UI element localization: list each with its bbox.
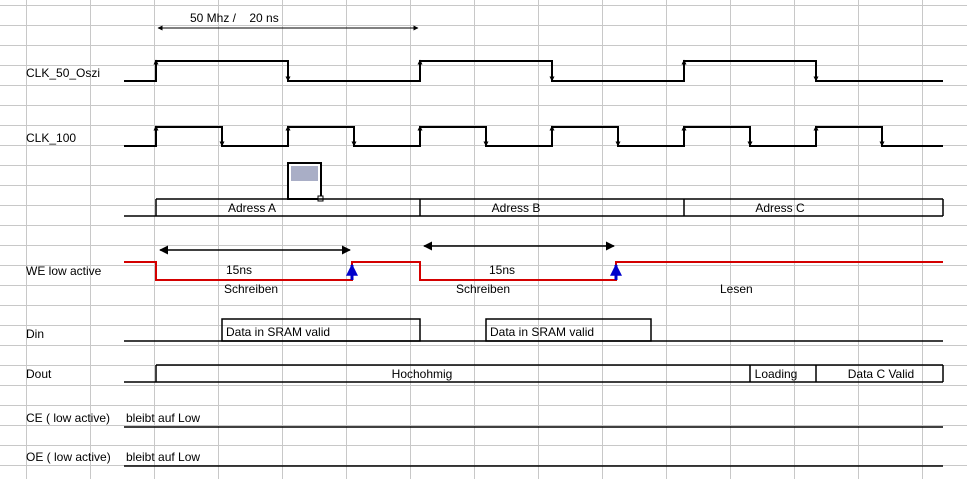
signal-label-dout: Dout xyxy=(26,367,52,381)
dout-state-data-valid: Data C Valid xyxy=(847,367,915,381)
din-valid-label-1: Data in SRAM valid xyxy=(226,325,331,339)
din-valid-label-2: Data in SRAM valid xyxy=(490,325,595,339)
ce-note: bleibt auf Low xyxy=(126,411,201,425)
dout-state-loading: Loading xyxy=(754,367,798,381)
signal-label-ce: CE ( low active) xyxy=(26,411,111,425)
we-pulse-width-1: 15ns xyxy=(226,263,253,277)
period-label: 50 Mhz / 20 ns xyxy=(190,11,279,25)
we-pulse-width-2: 15ns xyxy=(489,263,516,277)
signal-label-clk100: CLK_100 xyxy=(26,131,77,145)
oe-note: bleibt auf Low xyxy=(126,450,201,464)
address-bus xyxy=(124,198,944,217)
signal-label-din: Din xyxy=(26,327,45,341)
clk100-edge-arrows xyxy=(153,125,885,147)
signal-label-we: WE low active xyxy=(26,264,102,278)
dout-bus xyxy=(124,364,944,383)
signal-label-clk50: CLK_50_Oszi xyxy=(26,66,101,80)
address-label-b: Adress B xyxy=(491,201,541,215)
we-pulse-arrows xyxy=(159,241,615,255)
din-bus xyxy=(124,318,943,342)
clk50-edge-arrows xyxy=(153,59,819,82)
address-label-a: Adress A xyxy=(227,201,277,215)
signal-label-oe: OE ( low active) xyxy=(26,450,111,464)
phase-label-write-1: Schreiben xyxy=(224,282,279,296)
we-rising-edge-markers xyxy=(346,263,622,280)
clk50-wave xyxy=(124,60,943,82)
phase-label-read: Lesen xyxy=(720,282,753,296)
phase-label-write-2: Schreiben xyxy=(456,282,511,296)
dout-state-hochohmig: Hochohmig xyxy=(391,367,453,381)
address-label-c: Adress C xyxy=(755,201,805,215)
clk100-wave xyxy=(124,126,943,147)
selected-cell-highlight xyxy=(291,166,318,181)
